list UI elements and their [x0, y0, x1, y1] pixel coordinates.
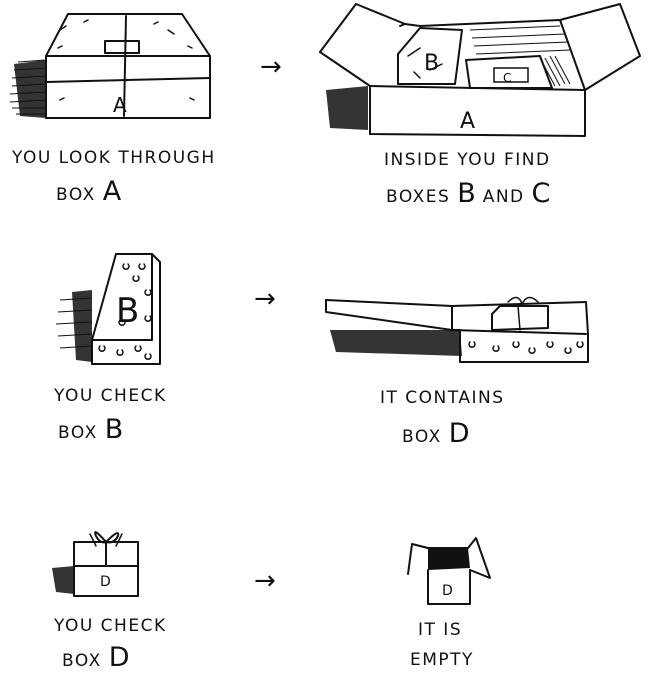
caption-check-b-line2: BOX B [58, 416, 123, 443]
caption-inside-a-line2: BOXES B AND C [386, 180, 550, 207]
arrow-1: → [260, 54, 282, 80]
inner-box-c-label: C [503, 71, 511, 85]
caption-look-a-line2: BOX A [56, 178, 121, 205]
caption-check-b-line1: YOU CHECK [54, 388, 167, 405]
box-d-gift-drawing: D [52, 532, 138, 596]
caption-contains-d-word: BOX [402, 427, 442, 447]
caption-check-d-letter: D [109, 642, 130, 673]
box-a-open-label: A [460, 109, 475, 134]
box-d-empty-drawing: D [408, 538, 490, 604]
caption-contains-d-letter: D [449, 418, 470, 449]
box-a-open-drawing: B C A [320, 4, 640, 136]
box-b-drawing: B [56, 254, 160, 364]
box-a-closed-label: A [113, 93, 127, 117]
inner-box-b-label: B [424, 51, 439, 76]
caption-contains-d-line1: IT CONTAINS [380, 390, 505, 407]
caption-inside-a-letter-b: B [457, 178, 476, 209]
caption-check-d-line2: BOX D [62, 644, 130, 671]
box-a-open-shadow [326, 86, 368, 130]
caption-look-a-word: BOX [56, 185, 96, 205]
box-d-gift-label: D [100, 574, 111, 590]
arrow-2: → [254, 286, 276, 312]
caption-look-a-letter: A [103, 176, 121, 207]
arrow-3: → [254, 568, 276, 594]
caption-inside-a-line1: INSIDE YOU FIND [384, 152, 551, 169]
box-d-empty-label: D [442, 583, 453, 599]
box-a-closed-drawing: A [10, 14, 210, 118]
caption-check-d-word: BOX [62, 651, 102, 671]
caption-check-b-word: BOX [58, 423, 98, 443]
caption-inside-a-letter-c: C [532, 178, 551, 209]
caption-inside-a-and: AND [483, 187, 525, 207]
caption-inside-a-word: BOXES [386, 187, 450, 207]
caption-empty-line1: IT IS [418, 622, 462, 639]
caption-look-a-line1: YOU LOOK THROUGH [12, 150, 216, 167]
caption-contains-d-line2: BOX D [402, 420, 470, 447]
caption-check-d-line1: YOU CHECK [54, 618, 167, 635]
box-b-label: B [116, 291, 139, 331]
caption-check-b-letter: B [105, 414, 124, 445]
box-b-open-drawing [326, 297, 588, 362]
caption-empty-line2: EMPTY [410, 652, 474, 669]
box-a-shadow [10, 60, 46, 118]
